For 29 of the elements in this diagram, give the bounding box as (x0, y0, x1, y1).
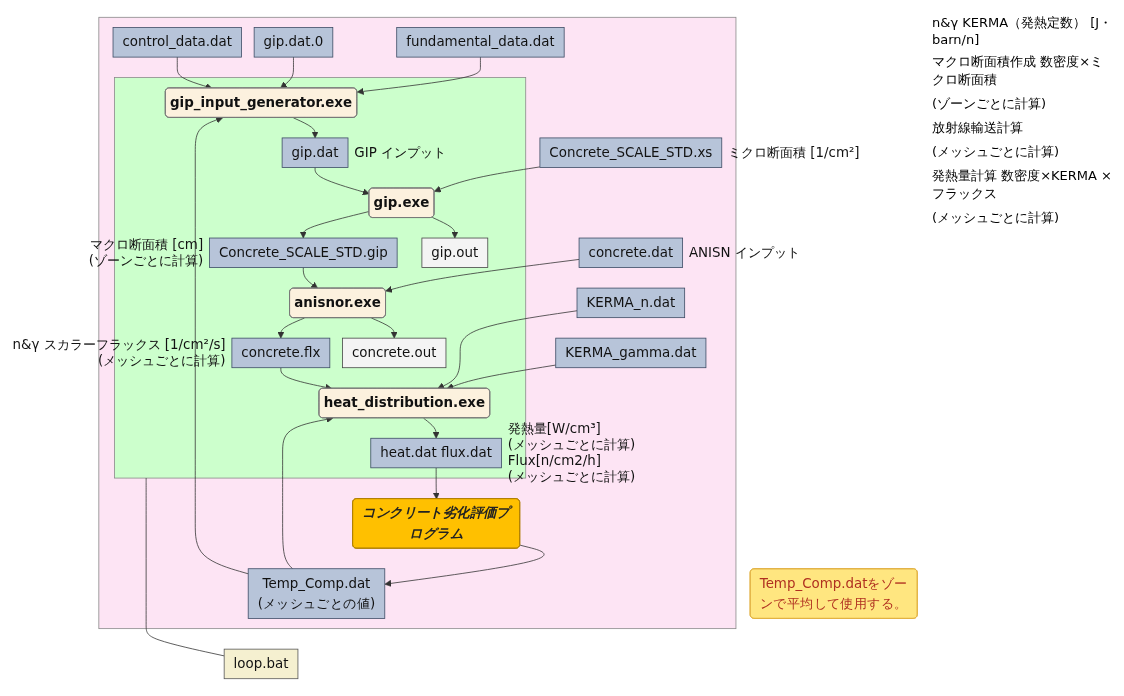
node-box: concrete.dat (578, 237, 683, 268)
note-text: 発熱量計算 数密度×KERMA ×フラックス (932, 167, 1113, 203)
annotation-text: ミクロ断面積 [1/cm²] (728, 144, 860, 160)
annotation-text: GIP インプット (354, 144, 446, 160)
node-box: concrete.flx (231, 337, 331, 369)
node-box: control_data.dat (112, 27, 242, 58)
node-box: gip.out (421, 237, 489, 268)
annotation-text: マクロ断面積 [cm] (ゾーンごとに計算) (88, 236, 204, 268)
node-box: loop.bat (223, 648, 299, 680)
node-box: KERMA_gamma.dat (555, 337, 707, 369)
note-text: (メッシュごとに計算) (932, 143, 1061, 161)
node-box: Concrete_SCALE_STD.gip (209, 237, 398, 268)
node-box: fundamental_data.dat (396, 27, 565, 58)
node-box: KERMA_n.dat (576, 287, 686, 319)
note-text: n&γ KERMA（発熱定数） [J・barn/n] (932, 14, 1114, 47)
node-box: gip.dat (281, 137, 349, 168)
connector (145, 477, 225, 657)
note-text: (メッシュごとに計算) (932, 209, 1061, 227)
annotation-text: ANISN インプット (688, 244, 800, 260)
node-box: Temp_Comp.dat (メッシュごとの値) (247, 568, 386, 619)
node-box: Concrete_SCALE_STD.xs (539, 137, 723, 168)
node-box: gip.dat.0 (253, 27, 334, 58)
node-box: heat.dat flux.dat (370, 437, 502, 469)
note-text: マクロ断面積作成 数密度×ミクロ断面積 (932, 53, 1105, 89)
annotation-text: 発熱量[W/cm³] (メッシュごとに計算) Flux[n/cm2/h] (メッシュごとに計算) (507, 421, 636, 484)
node-box: concrete.out (342, 337, 447, 369)
annotation-text: n&γ スカラーフラックス [1/cm²/s] (メッシュごとに計算) (12, 337, 226, 368)
note-text: 放射線輸送計算 (932, 119, 1024, 137)
note-text: (ゾーンごとに計算) (932, 95, 1048, 113)
